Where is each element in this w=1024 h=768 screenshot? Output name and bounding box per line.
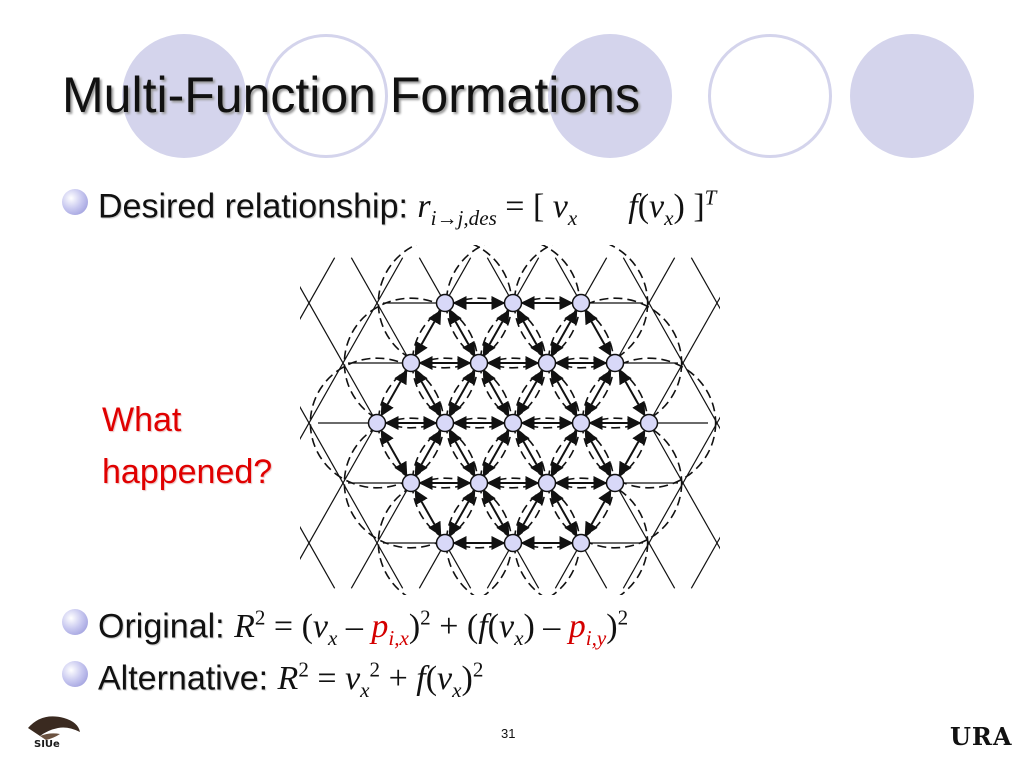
relation-arrow [482, 489, 510, 537]
relation-arrow [482, 309, 510, 357]
relation-arrow [414, 309, 442, 357]
robot-node [605, 353, 625, 373]
robot-node [435, 533, 455, 553]
formation-diagram [300, 245, 720, 595]
lattice-line [300, 257, 336, 321]
relation-arrow [584, 369, 612, 417]
relation-arrow [482, 369, 510, 417]
relation-arrow [516, 489, 544, 537]
relation-arrow [448, 489, 476, 537]
robot-node [537, 353, 557, 373]
bullet-label: Desired relationship: [98, 187, 408, 226]
relation-arrow [448, 429, 476, 477]
relation-arrow [618, 369, 646, 417]
relation-arrow [448, 369, 476, 417]
bullet-icon [62, 189, 88, 216]
bullet-label: Alternative: [98, 659, 269, 698]
robot-node [367, 413, 387, 433]
relation-arrow [618, 429, 646, 477]
decorative-circle [850, 34, 974, 158]
relation-arrow [550, 369, 578, 417]
robot-node [571, 293, 591, 313]
note-line-2: happened? [102, 453, 273, 491]
note-line-1: What [102, 401, 182, 439]
robot-node [537, 473, 557, 493]
alternative-equation: R2 = vx2 + f(vx)2 [277, 658, 484, 703]
lattice-line [622, 416, 720, 589]
lattice-line [300, 525, 336, 589]
highlight-pix: p [371, 608, 389, 646]
relation-arrow [380, 429, 408, 477]
relation-arrow [414, 489, 442, 537]
decorative-circle [548, 34, 672, 158]
robot-node [503, 293, 523, 313]
robot-node [571, 413, 591, 433]
siue-logo: SIUe [24, 710, 84, 755]
relation-arrow [550, 489, 578, 537]
original-equation: R2 = (vx – pi,x)2 + (f(vx) – pi,y)2 [234, 606, 629, 651]
robot-node [435, 413, 455, 433]
neighborhood-circle [581, 357, 717, 489]
decorative-circle [122, 34, 246, 158]
relation-arrow [482, 429, 510, 477]
relation-arrow [584, 429, 612, 477]
bullet-desired-relationship: Desired relationship: ri→j,des = [ vx f(… [62, 186, 716, 231]
relation-arrow [584, 489, 612, 537]
bullet-alternative: Alternative: R2 = vx2 + f(vx)2 [62, 658, 483, 703]
robot-node [435, 293, 455, 313]
robot-node [469, 353, 489, 373]
lattice-line [300, 257, 404, 441]
bullet-original: Original: R2 = (vx – pi,x)2 + (f(vx) – p… [62, 606, 628, 651]
robot-node [571, 533, 591, 553]
slide-title: Multi-Function Formations [62, 67, 640, 123]
relation-arrow [516, 369, 544, 417]
relation-arrow [414, 369, 442, 417]
ura-logo: URA [950, 722, 1013, 751]
bullet-label: Original: [98, 607, 225, 646]
highlight-piy: p [568, 608, 586, 646]
bullet-icon [62, 609, 88, 636]
relation-arrow [550, 309, 578, 357]
relation-arrow [448, 309, 476, 357]
robot-node [503, 413, 523, 433]
bullet-icon [62, 661, 88, 688]
robot-node [469, 473, 489, 493]
relation-arrow [550, 429, 578, 477]
decorative-ring [264, 34, 388, 158]
robot-node [401, 353, 421, 373]
desired-equation: ri→j,des = [ vx f(vx) ]T [417, 186, 717, 231]
page-number: 31 [501, 726, 516, 741]
relation-arrow [516, 429, 544, 477]
question-note: What happened? [102, 394, 272, 498]
robot-node [639, 413, 659, 433]
relation-arrow [516, 309, 544, 357]
relation-arrow [380, 369, 408, 417]
decorative-ring [708, 34, 832, 158]
robot-node [605, 473, 625, 493]
relation-arrow [584, 309, 612, 357]
robot-node [401, 473, 421, 493]
svg-text:SIUe: SIUe [34, 739, 60, 750]
relation-arrow [414, 429, 442, 477]
robot-node [503, 533, 523, 553]
